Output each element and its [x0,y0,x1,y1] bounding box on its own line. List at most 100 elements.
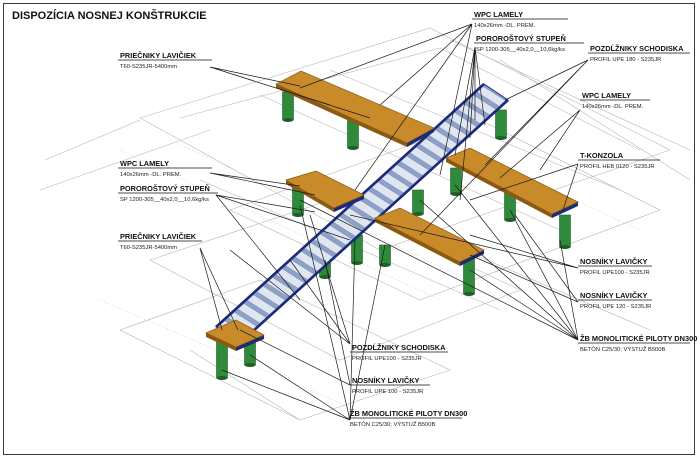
nosniky-bottom-sub: PROFIL UPE 100 - S235JR [352,389,423,395]
label-nosniky-bottom: NOSNÍKY LAVIČKY PROFIL UPE 100 - S235JR [350,376,430,395]
pile-base [347,146,359,150]
grating-step [476,86,506,107]
label-wpc-left: WPC LAMELY 140x26mm -DL. PREM. [118,159,212,178]
pile-base [319,275,331,279]
pile-base [504,218,516,222]
pile [559,214,571,248]
label-priecniky-left: PRIEČNIKY LAVIČIEK T60-S235JR-5400mm [118,232,202,251]
label-pozd-right: POZDĹŽNIKY SCHODISKA PROFIL UPE 180 - S2… [588,44,690,63]
grating-step [467,94,497,116]
leader-lines [199,23,589,421]
pile-base [379,263,391,267]
deck-edge [236,335,264,351]
pile-base [495,136,507,140]
piloty-right-sub: BETÓN C25/30; VÝSTUŽ B500B [580,345,666,353]
deck-side [446,158,552,218]
pile-base [216,376,228,380]
grating-step [314,233,343,254]
wpc-left-head: WPC LAMELY [120,159,169,168]
stair-stringer-right [239,99,509,344]
wpc-right-head: WPC LAMELY [582,91,631,100]
label-stupen-top: POROROŠTOVÝ STUPEŇ SP 1200-305__40x2,0__… [474,34,584,53]
piloty-bottom-head: ŽB MONOLITICKÉ PILOTY DN300 [350,409,467,418]
nosniky-r1-sub: PROFIL UPE100 - S235JR [580,270,650,276]
tkonzola-head: T-KONZOLA [580,151,624,160]
drawing-title: DISPOZÍCIA NOSNEJ KONŠTRUKCIE [12,9,207,22]
pile-base [244,363,256,367]
deck-side [206,333,236,351]
grating-step [256,285,286,306]
decks-group [205,70,579,351]
pile [450,167,462,195]
label-piloty-bottom: ŽB MONOLITICKÉ PILOTY DN300 BETÓN C25/30… [348,409,467,428]
label-pozd-bottom: POZDĹŽNIKY SCHODISKA PROFIL UPE100 - S23… [350,343,448,362]
pile [282,91,294,121]
label-stupen-left: POROROŠTOVÝ STUPEŇ SP 1200-305__40x2,0__… [118,184,218,203]
grating-step [438,121,468,142]
pile-base [282,118,294,122]
grating-step [237,303,267,324]
pozd-right-sub: PROFIL UPE 180 - S235JR [590,57,661,63]
pozd-right-head: POZDĹŽNIKY SCHODISKA [590,44,684,53]
grating-step [381,173,410,194]
pile-base [463,292,475,296]
nosniky-r1-head: NOSNÍKY LAVIČKY [580,257,648,266]
stair-stringer-left [215,83,485,328]
label-nosniky-r1: NOSNÍKY LAVIČKY PROFIL UPE100 - S235JR [578,257,652,276]
wpc-top-sub: 140x26mm -DL. PREM. [474,23,536,29]
grating-step [294,251,324,272]
grating-step [342,207,372,228]
stupen-top-head: POROROŠTOVÝ STUPEŇ [476,34,566,43]
grating-step [457,103,487,124]
pile-base [450,192,462,196]
grating-step [323,225,353,246]
pile [495,109,507,139]
deck-side [276,84,407,147]
label-nosniky-r2: NOSNÍKY LAVIČKY PROFIL UPE 120 - S235JR [578,291,652,310]
label-wpc-right: WPC LAMELY 140x26mm -DL. PREM. [580,91,650,110]
bench-deck [374,207,485,263]
deck-edge [460,250,484,266]
grating-step [371,181,401,202]
label-wpc-top: WPC LAMELY 140x26mm -DL. PREM. [472,10,568,29]
grating-step [361,190,391,211]
pile-base [292,213,304,217]
wpc-right-sub: 140x26mm -DL. PREM. [582,104,644,110]
label-tkonzola: T-KONZOLA PROFIL HEB 0120 - S235JR [578,151,660,170]
deck-edge [552,202,578,218]
stupen-left-sub: SP 1200-305__40x2,0__10,6kg/ks [120,197,209,203]
grating-step [266,277,296,298]
bench-deck [285,170,365,209]
wpc-left-sub: 140x26mm -DL. PREM. [120,172,182,178]
bench-deck [275,70,435,144]
nosniky-r2-head: NOSNÍKY LAVIČKY [580,291,648,300]
deck-edge [407,128,434,147]
bench-deck [205,319,265,348]
stupen-top-sub: SP 1200-305__40x2,0__10,6kg/ks [476,47,565,53]
grating-step [275,268,305,289]
deck-side [375,218,460,266]
grating-step [419,138,449,159]
stupen-left-head: POROROŠTOVÝ STUPEŇ [120,184,210,193]
pozd-bottom-sub: PROFIL UPE100 - S235JR [352,356,422,362]
pile-base [351,261,363,265]
grating-step [390,164,420,185]
pile [379,244,391,266]
deck-edge [334,195,364,212]
priecniky-top-head: PRIEČNIKY LAVIČIEK [120,51,197,60]
grating-step [409,147,439,168]
pozd-bottom-head: POZDĹŽNIKY SCHODISKA [352,343,446,352]
nosniky-bottom-head: NOSNÍKY LAVIČKY [352,376,420,385]
piles-group [216,91,571,380]
label-piloty-right: ŽB MONOLITICKÉ PILOTY DN300 BETÓN C25/30… [578,334,697,353]
priecniky-left-sub: T60-S235JR-5400mm [120,245,177,251]
pile-base [559,245,571,249]
wpc-top-head: WPC LAMELY [474,10,523,19]
piloty-right-head: ŽB MONOLITICKÉ PILOTY DN300 [580,334,697,343]
priecniky-top-sub: T60-S235JR-5400mm [120,64,177,70]
deck-side [286,180,334,212]
grating-step [247,294,276,315]
bench-deck [445,147,579,215]
pile-base [412,212,424,216]
